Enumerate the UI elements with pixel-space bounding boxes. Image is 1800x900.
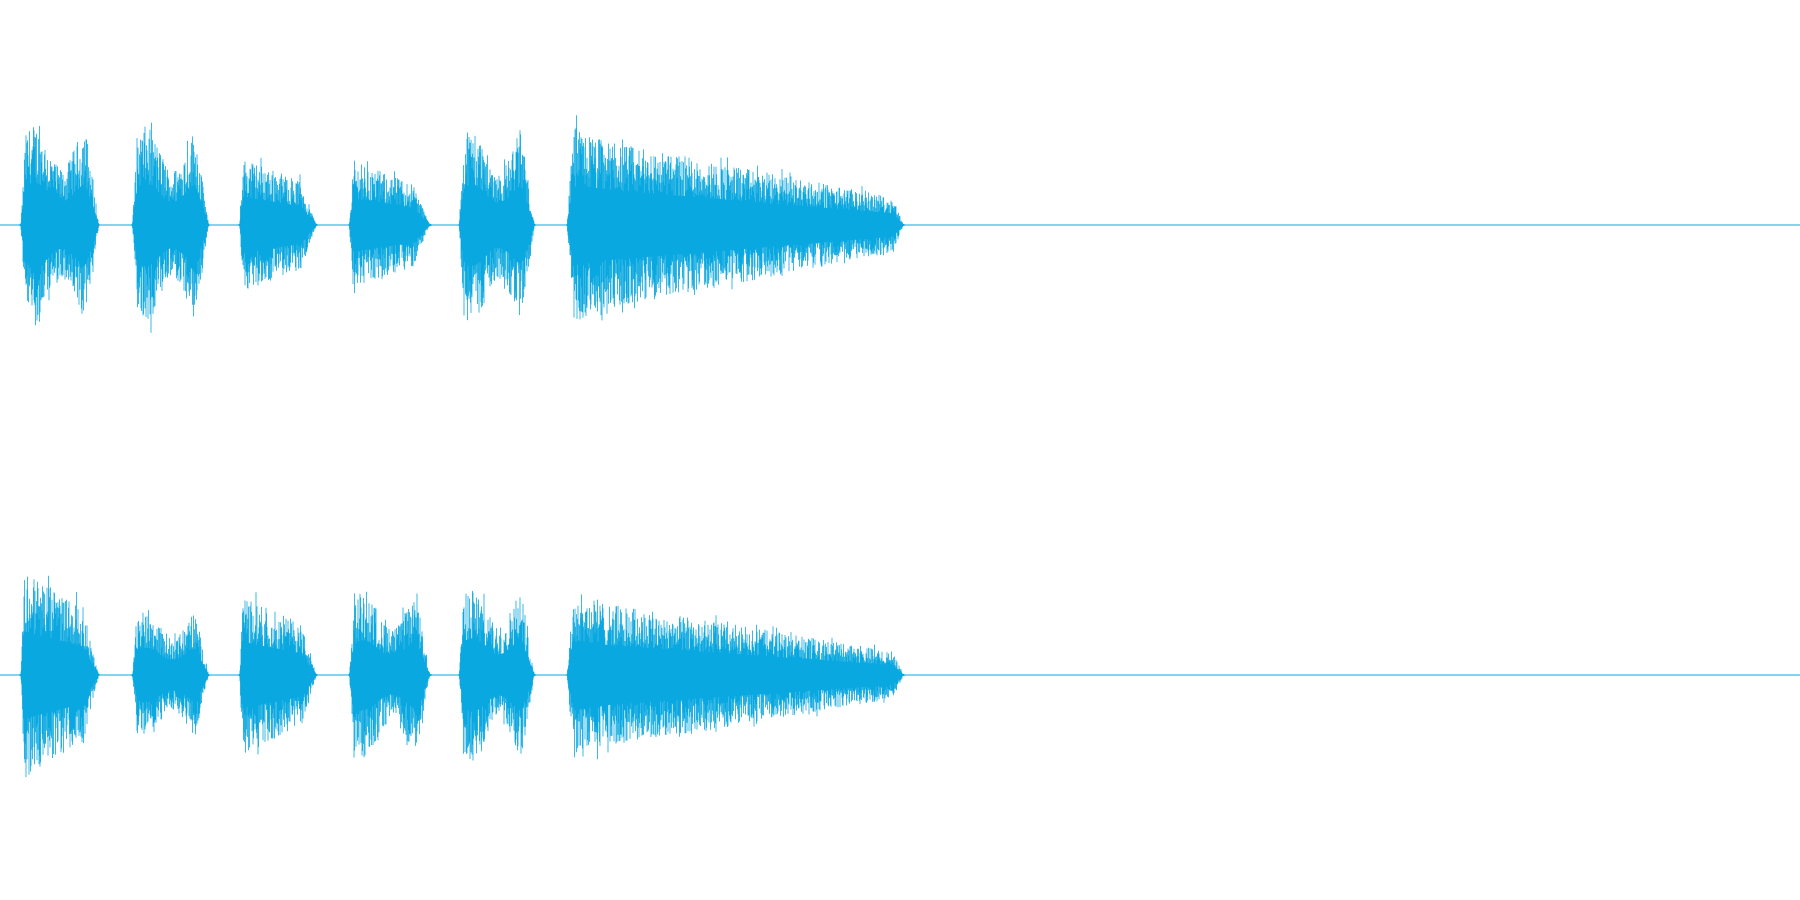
- burst-samples: [458, 590, 536, 761]
- burst-samples: [131, 610, 210, 735]
- audio-burst: [566, 115, 905, 321]
- audio-burst: [238, 157, 318, 289]
- audio-burst: [131, 610, 210, 735]
- audio-burst: [238, 592, 318, 755]
- burst-samples: [566, 115, 905, 321]
- audio-burst: [19, 575, 100, 778]
- channel-2-waveform: [0, 575, 1800, 778]
- audio-burst: [19, 126, 100, 326]
- audio-burst: [458, 130, 536, 321]
- audio-burst: [458, 590, 536, 761]
- burst-samples: [348, 591, 432, 758]
- burst-samples: [458, 130, 536, 321]
- burst-samples: [566, 594, 905, 760]
- burst-samples: [19, 126, 100, 326]
- channel-1-waveform: [0, 115, 1800, 333]
- burst-samples: [238, 157, 318, 289]
- audio-burst: [348, 160, 432, 294]
- burst-samples: [238, 592, 318, 755]
- audio-burst: [566, 594, 905, 760]
- burst-samples: [19, 575, 100, 778]
- audio-burst: [131, 122, 210, 333]
- burst-samples: [348, 160, 432, 294]
- audio-burst: [348, 591, 432, 758]
- burst-samples: [131, 122, 210, 333]
